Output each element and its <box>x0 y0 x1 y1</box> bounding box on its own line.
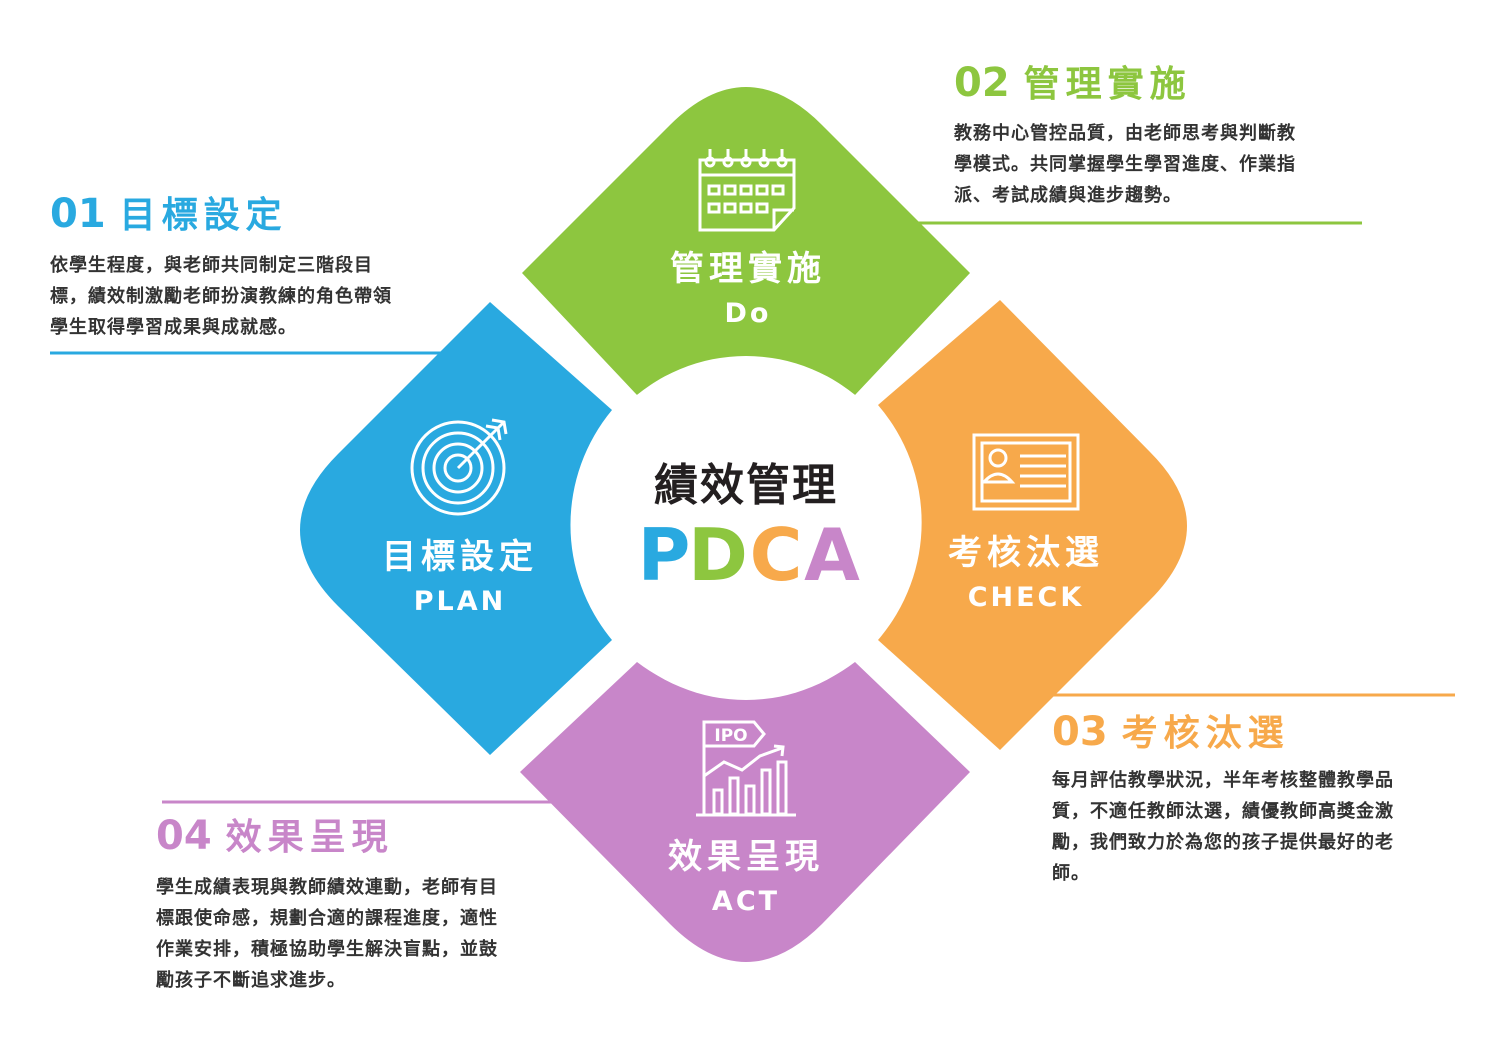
plan-petal-sub: PLAN <box>414 586 507 617</box>
check-petal-sub: CHECK <box>968 582 1085 613</box>
plan-callout-text: 依學生程度，與老師共同制定三階段目 標，績效制激勵老師扮演教練的角色帶領 學生取… <box>50 255 392 338</box>
do-callout-title: 管理實施 <box>1023 64 1192 105</box>
plan-callout-title: 目標設定 <box>119 195 288 236</box>
plan-petal-title: 目標設定 <box>382 537 538 577</box>
check-callout-number: 03 <box>1052 709 1108 755</box>
act-callout-number: 04 <box>156 813 212 859</box>
do-petal-sub: Do <box>725 298 772 329</box>
check-petal <box>878 300 1187 750</box>
act-callout-heading: 04 效果呈現 <box>156 814 394 860</box>
calendar-icon <box>698 149 796 232</box>
check-callout-text: 每月評估教學狀況，半年考核整體教學品 質，不適任教師汰選，績優教師高獎金激 勵，… <box>1052 770 1394 884</box>
act-callout-title: 效果呈現 <box>225 817 394 858</box>
do-callout-text: 教務中心管控品質，由老師思考與判斷教 學模式。共同掌握學生學習進度、作業指 派、… <box>954 123 1296 206</box>
target-icon <box>410 418 508 516</box>
pdca-letter-a: A <box>804 513 860 597</box>
check-petal-title: 考核汰選 <box>948 533 1104 573</box>
pdca-letter-p: P <box>638 513 691 597</box>
check-callout-heading: 03 考核汰選 <box>1052 710 1290 756</box>
do-petal <box>522 87 970 395</box>
ipo-icon-label: IPO <box>714 726 747 746</box>
act-petal-title: 效果呈現 <box>668 837 824 877</box>
act-callout-text: 學生成績表現與教師績效連動，老師有目 標跟使命感，規劃合適的課程進度，適性 作業… <box>156 877 498 991</box>
plan-callout-heading: 01 目標設定 <box>50 192 288 238</box>
ipo-growth-chart-icon <box>696 720 796 817</box>
do-petal-title: 管理實施 <box>670 249 826 289</box>
check-callout-title: 考核汰選 <box>1121 713 1290 754</box>
do-callout-heading: 02 管理實施 <box>954 61 1192 107</box>
pdca-letter-c: C <box>750 513 803 597</box>
plan-petal <box>300 302 612 755</box>
pdca-letters: P D C A <box>638 513 861 597</box>
center-title: 績效管理 <box>654 460 838 511</box>
do-callout-number: 02 <box>954 60 1010 106</box>
id-card-icon <box>972 433 1080 511</box>
act-petal-sub: ACT <box>712 886 780 917</box>
plan-callout-number: 01 <box>50 191 106 237</box>
pdca-letter-d: D <box>688 513 748 597</box>
center-disk <box>574 356 918 700</box>
